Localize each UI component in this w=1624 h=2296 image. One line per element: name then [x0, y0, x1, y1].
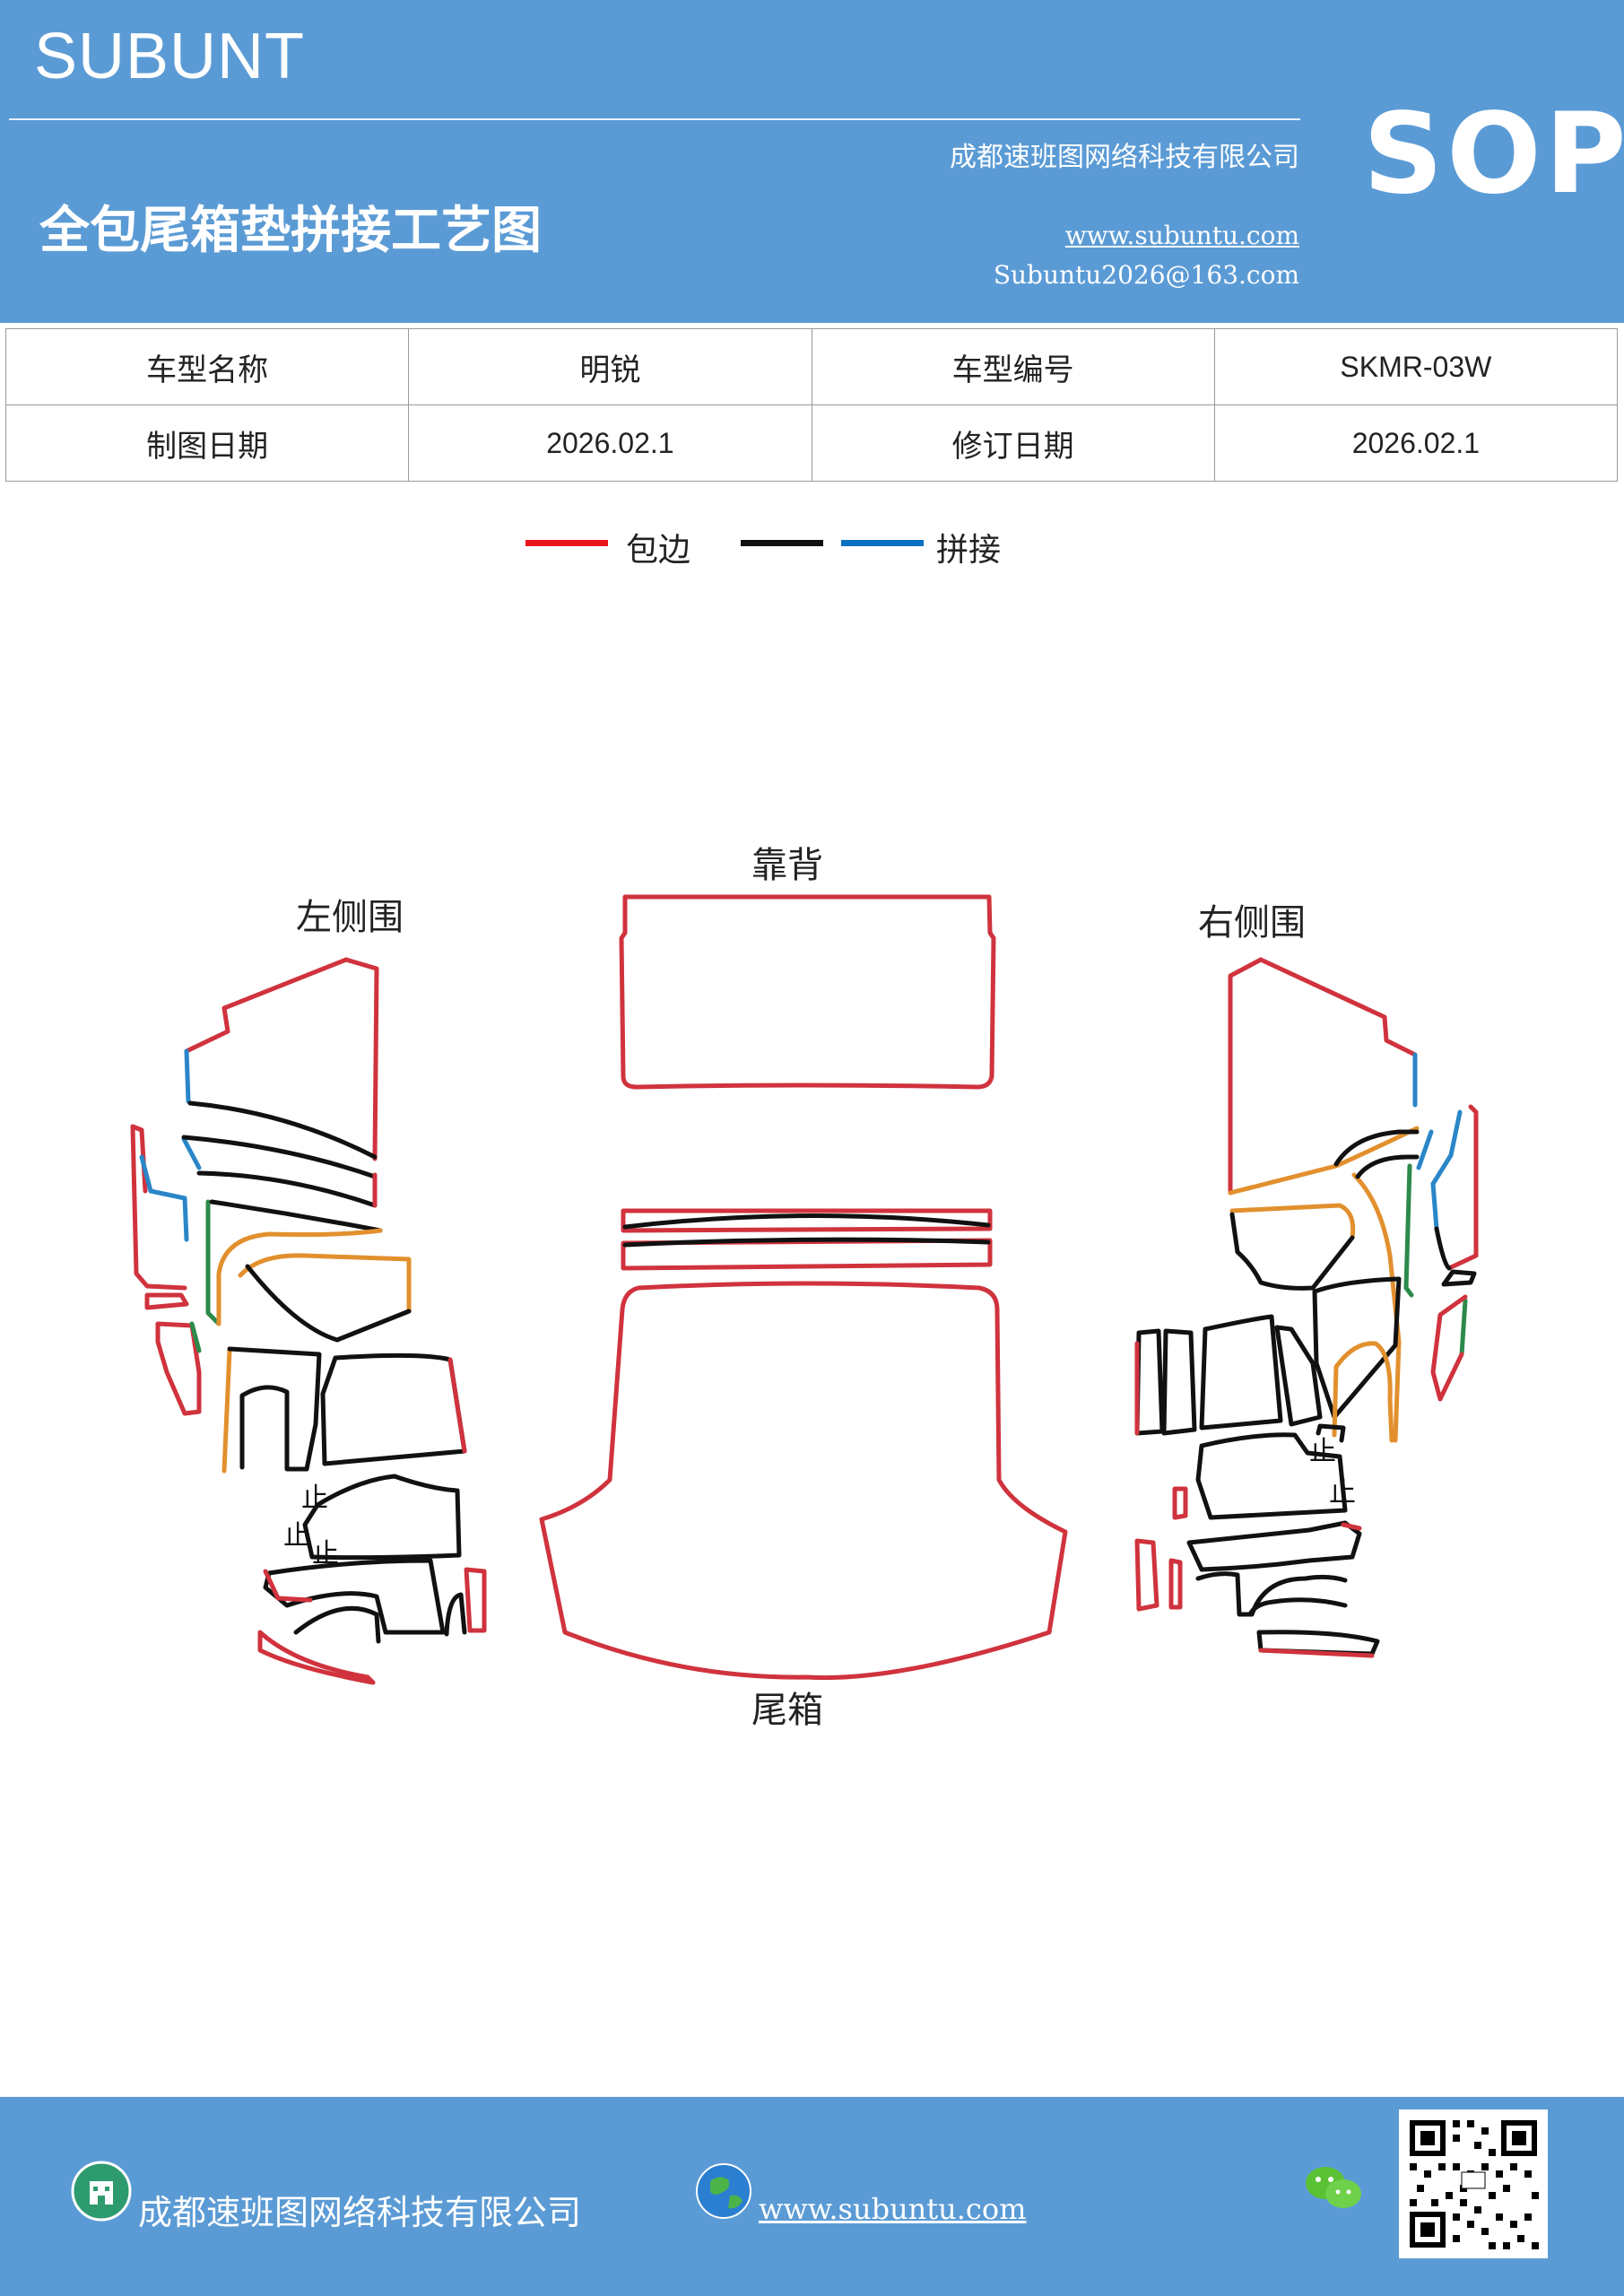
- cutting-diagram: 靠背 尾箱 左侧围: [0, 807, 1624, 1797]
- website-link[interactable]: www.subuntu.com: [1064, 221, 1299, 250]
- legend-swatch-join: [841, 540, 924, 546]
- backrest-strip-bottom-seam: [622, 1237, 991, 1248]
- stop-mark: 止: [283, 1520, 310, 1552]
- email-address: Subuntu2026@163.com: [993, 260, 1299, 290]
- company-name: 成都速班图网络科技有限公司: [950, 142, 1299, 173]
- page-footer: 成都速班图网络科技有限公司 www.subuntu.com: [0, 2097, 1624, 2296]
- table-cell: 车型编号: [811, 328, 1215, 405]
- footer-website-link[interactable]: www.subuntu.com: [759, 2192, 1027, 2226]
- legend-swatch-seam: [741, 540, 823, 546]
- qr-code: [1399, 2109, 1548, 2258]
- vehicle-info-table: 车型名称 明锐 车型编号 SKMR-03W 制图日期 2026.02.1 修订日…: [4, 328, 1619, 482]
- legend-swatch-edge: [525, 540, 608, 546]
- backrest-strip-top: [621, 1208, 993, 1233]
- table-row: 车型名称 明锐 车型编号 SKMR-03W: [4, 328, 1619, 405]
- label-trunk: 尾箱: [751, 1690, 823, 1731]
- legend-label-edge: 包边: [626, 532, 691, 569]
- building-icon: [71, 2161, 132, 2222]
- document-title: 全包尾箱垫拼接工艺图: [39, 202, 542, 260]
- stop-marks: 止 止 止 止 止: [283, 1436, 1356, 1570]
- table-cell: 2026.02.1: [1213, 404, 1619, 482]
- stop-mark: 止: [1329, 1477, 1356, 1509]
- legend-label-join: 拼接: [936, 532, 1002, 569]
- table-cell: 明锐: [408, 328, 812, 405]
- backrest-panel: [619, 894, 996, 1090]
- stop-mark: 止: [312, 1538, 339, 1570]
- sop-badge: SOP: [1363, 90, 1624, 219]
- table-cell: 车型名称: [4, 328, 410, 405]
- stop-mark: 止: [1309, 1436, 1336, 1467]
- globe-icon: [696, 2163, 751, 2219]
- backrest-strip-seam: [622, 1213, 991, 1230]
- table-cell: 修订日期: [811, 404, 1215, 482]
- table-cell: 制图日期: [4, 404, 410, 482]
- label-left-side: 左侧围: [296, 897, 404, 938]
- right-side-panels: [1134, 957, 1479, 1658]
- line-legend: 包边 拼接: [0, 520, 1624, 574]
- left-side-panels: [130, 957, 487, 1685]
- table-row: 制图日期 2026.02.1 修订日期 2026.02.1: [4, 404, 1619, 482]
- page-header: SUBUNT 全包尾箱垫拼接工艺图 成都速班图网络科技有限公司 www.subu…: [0, 0, 1624, 323]
- stop-mark: 止: [301, 1483, 328, 1514]
- trunk-floor-panel: [539, 1281, 1068, 1681]
- wechat-icon: [1306, 2167, 1361, 2208]
- brand-name: SUBUNT: [34, 21, 306, 92]
- label-backrest: 靠背: [751, 845, 823, 886]
- table-cell: SKMR-03W: [1213, 328, 1619, 405]
- table-cell: 2026.02.1: [408, 404, 812, 482]
- label-right-side: 右侧围: [1198, 902, 1306, 944]
- header-divider: [9, 118, 1300, 120]
- footer-company-name: 成都速班图网络科技有限公司: [138, 2193, 582, 2232]
